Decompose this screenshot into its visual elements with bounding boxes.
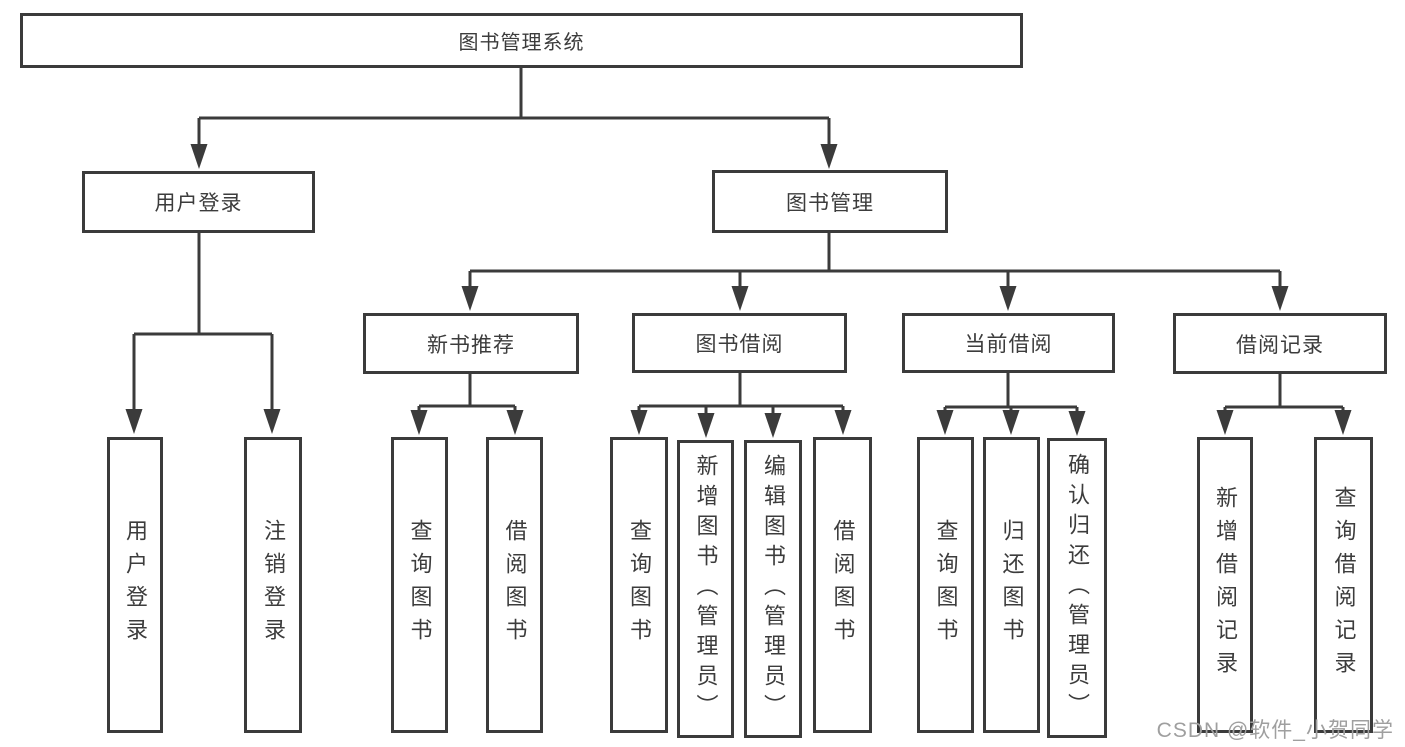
arrow-down-icon (263, 409, 281, 434)
leaf-query-books-current: 查询图书 (917, 437, 974, 733)
node-user-login: 用户登录 (82, 171, 315, 233)
arrow-down-icon (506, 410, 524, 435)
csdn-watermark: CSDN @软件_小贺同学 (1156, 719, 1394, 742)
arrow-down-icon (834, 410, 852, 435)
leaf-return-books: 归还图书 (983, 437, 1040, 733)
arrow-down-icon (630, 410, 648, 435)
arrow-down-icon (461, 286, 479, 311)
leaf-confirm-return-admin: 确认归还（管理员） (1047, 438, 1107, 738)
leaf-label: 新增图书（管理员） (693, 454, 719, 724)
leaf-label: 归还图书 (999, 519, 1025, 651)
node-label: 图书借阅 (695, 333, 784, 356)
leaf-label: 借阅图书 (830, 519, 856, 651)
node-current-borrowing: 当前借阅 (902, 313, 1115, 373)
leaf-label: 查询借阅记录 (1331, 486, 1357, 684)
arrow-down-icon (764, 413, 782, 438)
arrow-down-icon (410, 410, 428, 435)
leaf-label: 确认归还（管理员） (1065, 453, 1090, 723)
node-label: 当前借阅 (964, 333, 1053, 356)
arrow-down-icon (1216, 410, 1234, 435)
leaf-label: 用户登录 (123, 519, 148, 651)
leaf-label: 借阅图书 (502, 519, 528, 651)
arrow-down-icon (1068, 411, 1086, 436)
node-book-borrowing: 图书借阅 (632, 313, 847, 373)
leaf-add-borrow-record: 新增借阅记录 (1197, 437, 1253, 733)
node-label: 借阅记录 (1236, 333, 1324, 357)
arrow-down-icon (1334, 410, 1352, 435)
leaf-query-books-borrow: 查询图书 (610, 437, 668, 733)
arrow-down-icon (125, 409, 143, 434)
arrow-down-icon (936, 410, 954, 435)
leaf-borrow-books-recommend: 借阅图书 (486, 437, 543, 733)
arrow-down-icon (820, 144, 838, 169)
leaf-edit-books-admin: 编辑图书（管理员） (744, 440, 802, 738)
arrow-down-icon (731, 286, 749, 311)
leaf-label: 新增借阅记录 (1213, 486, 1238, 684)
leaf-borrow-books: 借阅图书 (813, 437, 872, 733)
node-label: 新书推荐 (427, 333, 515, 357)
leaf-label: 查询图书 (627, 519, 652, 651)
node-label: 图书管理系统 (458, 32, 585, 54)
node-book-management: 图书管理 (712, 170, 948, 233)
node-label: 用户登录 (154, 192, 243, 215)
arrow-down-icon (190, 144, 208, 169)
arrow-down-icon (999, 286, 1017, 311)
leaf-add-books-admin: 新增图书（管理员） (677, 440, 734, 738)
leaf-query-borrow-record: 查询借阅记录 (1314, 437, 1373, 733)
node-borrowing-records: 借阅记录 (1173, 313, 1387, 374)
leaf-user-login: 用户登录 (107, 437, 163, 733)
leaf-query-books-recommend: 查询图书 (391, 437, 448, 733)
leaf-label: 查询图书 (933, 519, 959, 651)
node-new-book-recommendation: 新书推荐 (363, 313, 579, 374)
node-library-system-root: 图书管理系统 (20, 13, 1023, 68)
leaf-logout: 注销登录 (244, 437, 302, 733)
leaf-label: 查询图书 (407, 519, 433, 651)
arrow-down-icon (1002, 410, 1020, 435)
node-label: 图书管理 (786, 191, 874, 215)
arrow-down-icon (697, 413, 715, 438)
arrowheads (125, 144, 1352, 438)
leaf-label: 编辑图书（管理员） (761, 454, 786, 724)
arrow-down-icon (1271, 286, 1289, 311)
leaf-label: 注销登录 (261, 519, 286, 651)
